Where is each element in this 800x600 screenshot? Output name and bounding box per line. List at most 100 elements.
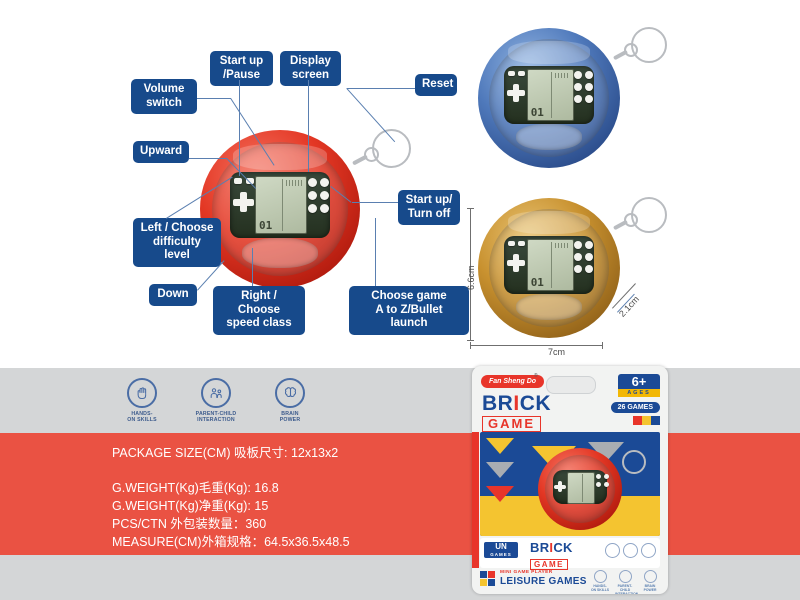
dpad-horizontal[interactable] xyxy=(233,199,254,206)
dim-width-tick-right xyxy=(602,342,603,349)
footer-title-i: I xyxy=(549,540,554,555)
action-button-5[interactable] xyxy=(308,204,317,213)
package-color-block xyxy=(480,571,495,586)
package-side-strip xyxy=(472,432,479,568)
package-keyring xyxy=(622,450,646,474)
chevron-red-1 xyxy=(486,486,514,502)
pkg-feature-hands: HANDS- ON SKILLS xyxy=(590,570,610,594)
fun-logo-top: UN xyxy=(484,542,518,552)
leader-volume xyxy=(197,98,231,99)
leader-upward xyxy=(189,158,227,159)
action-button-blue-6[interactable] xyxy=(585,95,593,103)
action-button-3[interactable] xyxy=(308,191,317,200)
callout-left-difficulty: Left / Choose difficulty level xyxy=(133,218,221,267)
lcd-screen-gold: 01 xyxy=(527,239,574,291)
block-blue-2 xyxy=(488,579,495,586)
action-button-blue-5[interactable] xyxy=(574,95,582,103)
swatch-red xyxy=(633,416,642,425)
wheel-top-spoke-gold xyxy=(508,211,590,234)
chevron-grey-1 xyxy=(486,462,514,478)
action-button-6[interactable] xyxy=(320,204,329,213)
action-button-gold-4[interactable] xyxy=(585,253,593,261)
leader-start-turn-off xyxy=(352,202,398,203)
dpad-horizontal-blue[interactable] xyxy=(507,90,525,96)
spec-gross-weight: G.WEIGHT(Kg)毛重(Kg): 16.8 xyxy=(112,481,279,495)
package-title: BRICK GAME xyxy=(482,393,551,433)
callout-choose-game: Choose game A to Z/Bullet launch xyxy=(349,286,469,335)
package-device-red xyxy=(538,448,646,534)
action-button-gold-2[interactable] xyxy=(585,241,593,249)
volume-button[interactable] xyxy=(234,178,242,184)
wheel-grip-hole xyxy=(242,238,318,268)
age-label: AGES xyxy=(618,389,660,397)
action-button-gold-1[interactable] xyxy=(574,241,582,249)
action-button-gold-3[interactable] xyxy=(574,253,582,261)
dim-width-label: 7cm xyxy=(548,347,566,357)
swatch-blue xyxy=(651,416,660,425)
pause-button-gold[interactable] xyxy=(518,241,525,246)
keyring-blue xyxy=(631,27,667,63)
package-btn-4 xyxy=(604,482,609,487)
brand-logo: Fan Sheng Do xyxy=(481,375,545,388)
games-count-badge: 26 GAMES xyxy=(610,402,660,413)
wheel-top-spoke-blue xyxy=(508,41,590,64)
dpad-horizontal-gold[interactable] xyxy=(507,260,525,266)
spec-pcs-per-carton: PCS/CTN 外包装数量：360 xyxy=(112,517,267,531)
leader-start-pause xyxy=(239,80,240,176)
action-button-gold-5[interactable] xyxy=(574,265,582,273)
diagram-area: 01 Volume switch Start up /Pause Display… xyxy=(131,27,667,357)
package-dpad-h xyxy=(554,485,566,489)
action-button-1[interactable] xyxy=(308,178,317,187)
package-descriptor: MINI GAME PLAYER LEISURE GAMES xyxy=(500,570,587,587)
package-btn-1 xyxy=(596,474,601,479)
retail-package: Fan Sheng Do ® BRICK GAME 6+ AGES 26 GAM… xyxy=(472,366,668,594)
callout-reset: Reset xyxy=(415,74,457,96)
lcd-screen-blue: 01 xyxy=(527,69,574,121)
leader-right-speed xyxy=(252,248,253,286)
leader-reset xyxy=(347,88,415,89)
title-post: CK xyxy=(519,392,552,415)
dim-height-tick-top xyxy=(467,208,474,209)
title-pre: BR xyxy=(482,392,514,415)
action-button-4[interactable] xyxy=(320,191,329,200)
dim-height-line xyxy=(470,208,471,340)
callout-volume-switch: Volume switch xyxy=(131,79,197,114)
action-button-blue-1[interactable] xyxy=(574,71,582,79)
wheel-grip-hole-blue xyxy=(516,124,582,150)
feature-label: HANDS- ON SKILLS xyxy=(127,411,157,424)
lcd-divider-gold xyxy=(551,242,553,288)
age-badge: 6+ AGES xyxy=(618,374,660,397)
action-button-blue-3[interactable] xyxy=(574,83,582,91)
feature-brain-power: BRAIN POWER xyxy=(266,378,314,423)
descriptor-small: MINI GAME PLAYER xyxy=(500,570,553,575)
pkg-feature-label: PARENT-CHILD INTERACTION xyxy=(615,584,639,594)
action-button-gold-6[interactable] xyxy=(585,265,593,273)
dim-height-label: 6.6cm xyxy=(466,265,476,290)
feature-label: BRAIN POWER xyxy=(279,411,301,424)
spec-carton-measure: MEASURE(CM)外箱规格：64.5x36.5x48.5 xyxy=(112,535,350,549)
action-button-2[interactable] xyxy=(320,178,329,187)
package-btn-3 xyxy=(596,482,601,487)
footer-brick-wordmark: BRICK GAME xyxy=(530,541,573,572)
action-button-blue-2[interactable] xyxy=(585,71,593,79)
family-icon-mini xyxy=(623,543,638,558)
pkg-feature-brain: BRAIN POWER xyxy=(640,570,660,594)
callout-down: Down xyxy=(149,284,197,306)
footer-mini-icons xyxy=(605,543,656,558)
leader-choose-game xyxy=(375,218,376,286)
wheel-grip-hole-gold xyxy=(516,294,582,320)
pause-button-blue[interactable] xyxy=(518,71,525,76)
dim-width-line xyxy=(470,345,602,346)
keyring-gold xyxy=(631,197,667,233)
package-footer-bar: UN GAMES BRICK GAME xyxy=(480,538,660,570)
hand-icon-small xyxy=(593,570,607,583)
action-button-blue-4[interactable] xyxy=(585,83,593,91)
leader-display xyxy=(308,80,309,172)
family-icon-small xyxy=(618,570,632,583)
volume-button-gold[interactable] xyxy=(508,241,515,246)
descriptor-big: LEISURE GAMES xyxy=(500,576,587,587)
wheel-top-spoke xyxy=(233,144,327,170)
volume-button-blue[interactable] xyxy=(508,71,515,76)
package-feature-icons: HANDS- ON SKILLS PARENT-CHILD INTERACTIO… xyxy=(590,570,660,594)
